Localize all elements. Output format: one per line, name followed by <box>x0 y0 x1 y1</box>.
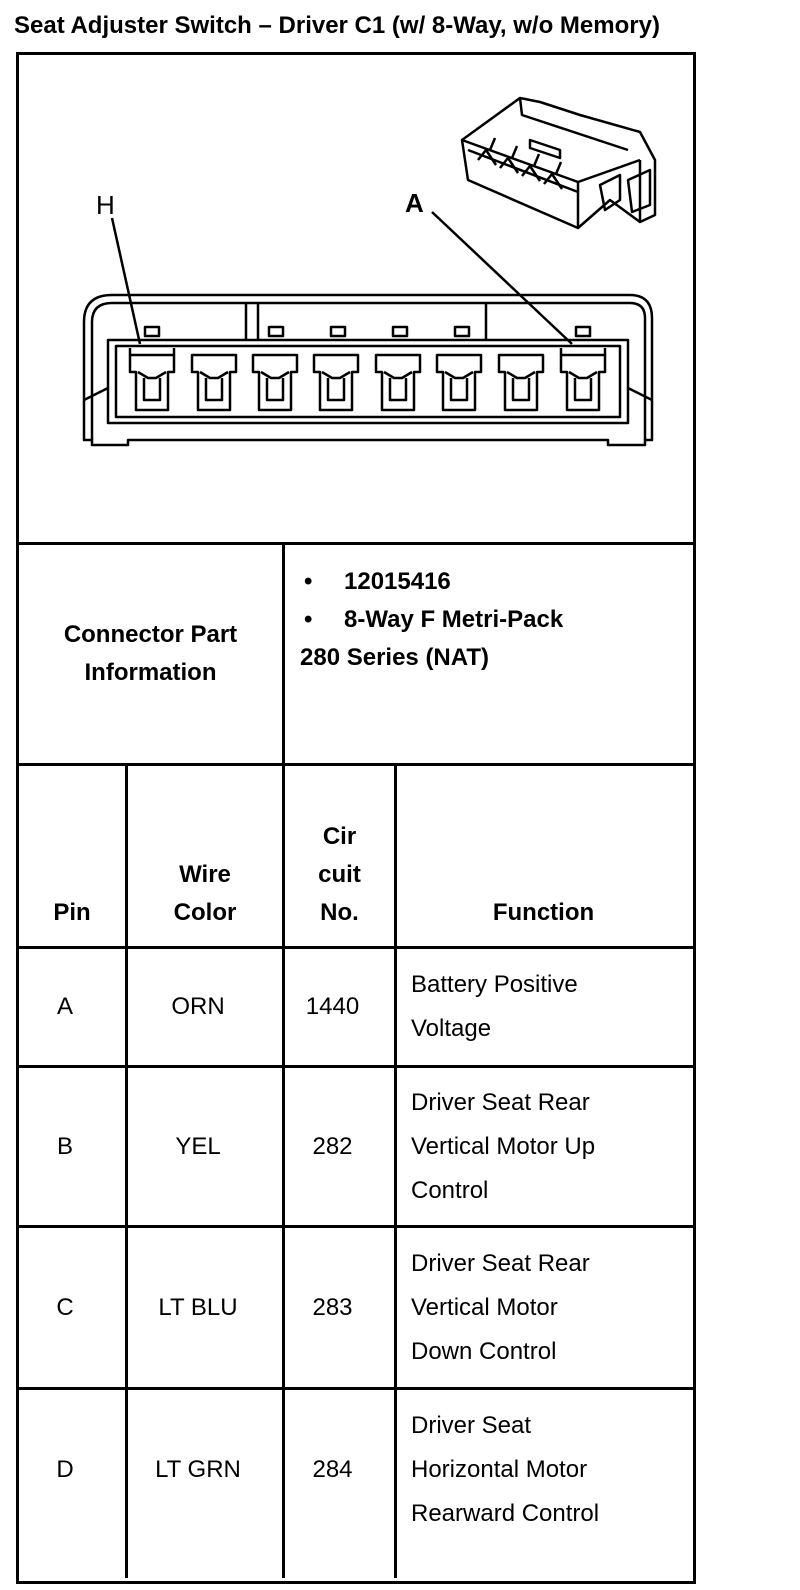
part-info-value: 12015416 8-Way F Metri-Pack 280 Series (… <box>300 563 563 677</box>
pin-label-a: A <box>405 188 424 218</box>
part-info-label: Connector Part Information <box>19 545 282 763</box>
header-function: Function <box>397 766 690 946</box>
function-line: Vertical Motor Up <box>411 1132 596 1160</box>
pin-cavity-frame <box>106 338 630 425</box>
table-row-color: ORN <box>171 993 225 1020</box>
table-row-color: LT GRN <box>155 1456 241 1483</box>
function-line: Driver Seat Rear <box>411 1249 590 1277</box>
divider <box>16 946 693 949</box>
header-text: Color <box>173 899 237 926</box>
table-row-function: Driver Seat Rear Vertical Motor Up Contr… <box>397 1068 690 1225</box>
divider <box>282 763 285 1578</box>
pin-label-h: H <box>96 190 115 220</box>
header-circuit: Cir cuit No. <box>285 766 394 946</box>
function-line: Vertical Motor <box>411 1293 558 1321</box>
table-row-pin: D <box>56 1456 74 1483</box>
leader-line-a <box>431 211 573 345</box>
table-row-circuit: 283 <box>312 1293 353 1321</box>
function-line: Driver Seat Rear <box>411 1088 590 1116</box>
table-row-function: Battery Positive Voltage <box>397 949 690 1065</box>
function-line: Down Control <box>411 1337 557 1365</box>
divider <box>16 1387 693 1390</box>
part-info-label-line: Connector Part <box>63 621 238 648</box>
connector-table <box>16 52 696 1584</box>
table-row-pin: B <box>56 1132 73 1160</box>
connector-diagram: H A <box>82 96 657 447</box>
function-line: Rearward Control <box>411 1500 600 1527</box>
table-row-circuit: 284 <box>312 1456 353 1483</box>
header-text: Cir <box>322 823 357 850</box>
function-line: Driver Seat <box>411 1412 532 1439</box>
header-pin-text: Pin <box>53 899 91 926</box>
divider <box>16 763 693 766</box>
divider <box>125 763 128 1578</box>
page-title: Seat Adjuster Switch – Driver C1 (w/ 8-W… <box>14 12 660 39</box>
table-row-pin: A <box>56 993 73 1020</box>
divider <box>16 1065 693 1068</box>
part-info-label-line: Information <box>84 659 217 686</box>
part-info-continuation: 280 Series (NAT) <box>300 644 489 671</box>
divider <box>394 763 397 1578</box>
table-row-circuit: 1440 <box>305 993 360 1020</box>
divider <box>16 1225 693 1228</box>
table-row-function: Driver Seat Rear Vertical Motor Down Con… <box>397 1228 690 1387</box>
table-row-color: LT BLU <box>158 1293 238 1321</box>
function-line: Control <box>411 1176 489 1204</box>
divider <box>282 542 285 766</box>
header-text: cuit <box>318 861 361 888</box>
function-line: Horizontal Motor <box>411 1456 588 1483</box>
function-line: Battery Positive <box>411 971 578 998</box>
function-line: Voltage <box>411 1015 492 1042</box>
header-pin: Pin <box>19 766 125 946</box>
table-row-circuit: 282 <box>312 1132 353 1160</box>
connector-iso-drawing <box>460 96 657 230</box>
table-row-pin: C <box>56 1293 74 1321</box>
header-text: Wire <box>179 861 231 888</box>
part-info-item: 12015416 <box>300 563 563 601</box>
table-row-color: YEL <box>175 1132 221 1160</box>
connector-face-outline <box>82 293 654 447</box>
part-info-item: 8-Way F Metri-Pack <box>300 601 563 639</box>
leader-line-h <box>110 217 142 345</box>
header-text: No. <box>320 899 359 926</box>
header-wire-color: Wire Color <box>128 766 282 946</box>
header-text: Function <box>492 899 595 926</box>
terminal-row <box>128 348 607 412</box>
table-row-function: Driver Seat Horizontal Motor Rearward Co… <box>397 1390 690 1550</box>
divider <box>16 542 693 545</box>
